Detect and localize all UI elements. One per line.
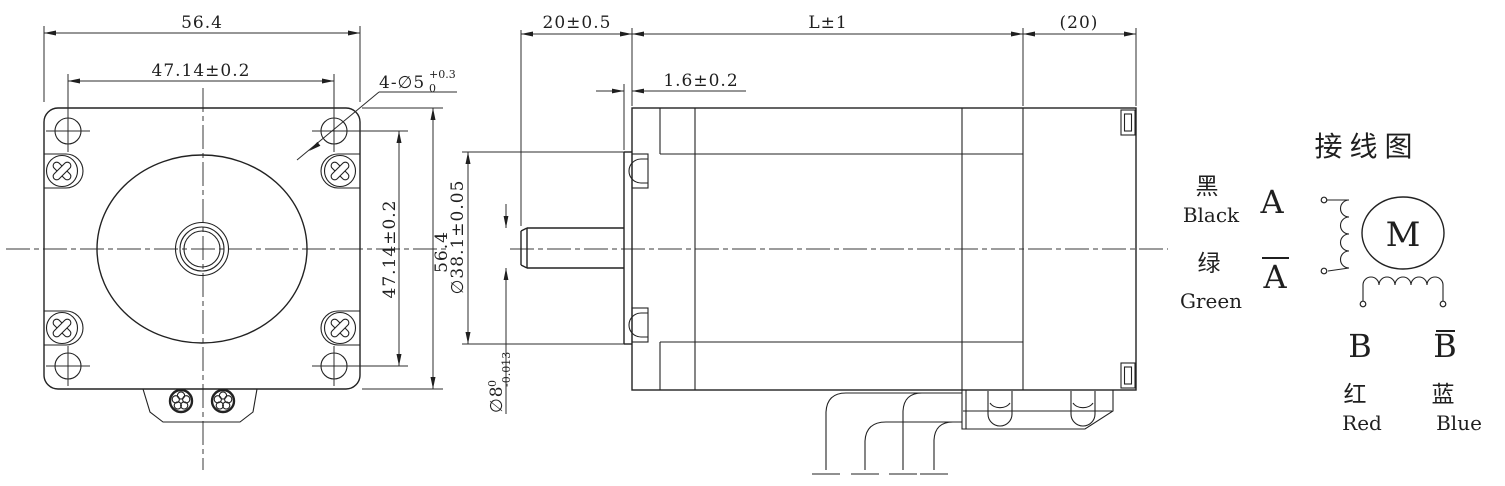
wire-label-black-cn: 黑	[1196, 174, 1219, 200]
cable-bundle-icon	[168, 388, 194, 414]
hole-callout-tol-upper: +0.3	[429, 68, 456, 81]
pilot-boss	[623, 151, 632, 345]
dim-hole-spacing-v: 47.14±0.2	[380, 200, 400, 299]
hole-callout: 4-∅5 +0.3 0	[296, 68, 457, 161]
cable-gland-icon	[1070, 391, 1096, 427]
flange-outline	[43, 107, 361, 390]
front-clips	[628, 153, 649, 343]
dim-pilot-height: 1.6±0.2	[663, 71, 738, 91]
wire-label-blue-en: Blue	[1436, 411, 1482, 435]
wire-label-blue-cn: 蓝	[1432, 382, 1455, 408]
motor-body	[631, 107, 1137, 391]
phillips-screw-icon	[323, 311, 357, 345]
wiring-title: 接线图	[1314, 130, 1419, 163]
dim-rear-cover-length: (20)	[1060, 13, 1099, 33]
phase-a-coil	[1320, 196, 1350, 275]
shaft-hub	[174, 221, 230, 277]
hole-callout-text: 4-∅5	[379, 73, 425, 93]
phillips-screw-icon	[45, 154, 79, 188]
dim-shaft-diameter-tol-lower: -0.013	[500, 352, 513, 387]
face-circle	[96, 154, 308, 344]
motor-symbol-label: M	[1386, 215, 1421, 255]
dim-hole-spacing-h: 47.14±0.2	[152, 61, 251, 81]
wire-label-green-en: Green	[1180, 289, 1242, 313]
cable-bundle-icon	[210, 388, 236, 414]
wire-label-red-cn: 红	[1344, 382, 1367, 408]
hole-callout-tol-lower: 0	[429, 82, 436, 95]
dim-flange-width: 56.4	[181, 13, 223, 33]
phillips-screw-icon	[45, 311, 79, 345]
wire-label-red-en: Red	[1342, 411, 1382, 435]
dim-shaft-diameter-tol-upper: 0	[486, 380, 499, 387]
rear-clips	[1120, 109, 1136, 389]
terminal-label-a-bar: A	[1262, 258, 1287, 296]
lead-wires	[812, 392, 962, 475]
mounting-holes	[46, 74, 408, 386]
front-dimensions: 56.4 47.14±0.2 4-∅5 +0.3 0 47.14±0.2	[43, 13, 457, 390]
dim-pilot-diameter: ∅38.1±0.05	[448, 180, 468, 295]
dim-body-length: L±1	[808, 13, 847, 33]
dim-shaft-diameter-main: ∅8	[487, 385, 507, 413]
terminal-label-a: A	[1259, 183, 1284, 221]
assembly-screws	[44, 153, 360, 346]
wire-label-black-en: Black	[1183, 203, 1240, 227]
terminal-label-b: B	[1348, 327, 1372, 365]
lead-exit-block	[142, 388, 258, 423]
phase-b-coil	[1359, 276, 1447, 308]
wire-label-green-cn: 绿	[1198, 251, 1221, 277]
phillips-screw-icon	[323, 154, 357, 188]
motor-symbol: M	[1361, 196, 1445, 270]
side-view: 20±0.5 L±1 (20) 1.6±0.2 ∅38.1±0.05	[448, 13, 1168, 475]
front-view: 56.4 47.14±0.2 4-∅5 +0.3 0 47.14±0.2	[6, 13, 457, 470]
side-dimensions: 20±0.5 L±1 (20) 1.6±0.2 ∅38.1±0.05	[448, 13, 1137, 414]
wiring-diagram: 接线图 黑 Black A 绿 Green A M B B 红	[1180, 130, 1482, 435]
connector-box	[961, 390, 1114, 430]
front-centerlines	[6, 88, 447, 470]
dim-shaft-diameter: ∅8 0 -0.013	[486, 352, 513, 413]
cable-gland-icon	[987, 391, 1013, 427]
dim-shaft-length: 20±0.5	[543, 13, 612, 33]
shaft	[520, 227, 624, 269]
dim-flange-height: 56.4	[432, 231, 452, 273]
terminal-label-b-bar: B	[1433, 327, 1457, 365]
